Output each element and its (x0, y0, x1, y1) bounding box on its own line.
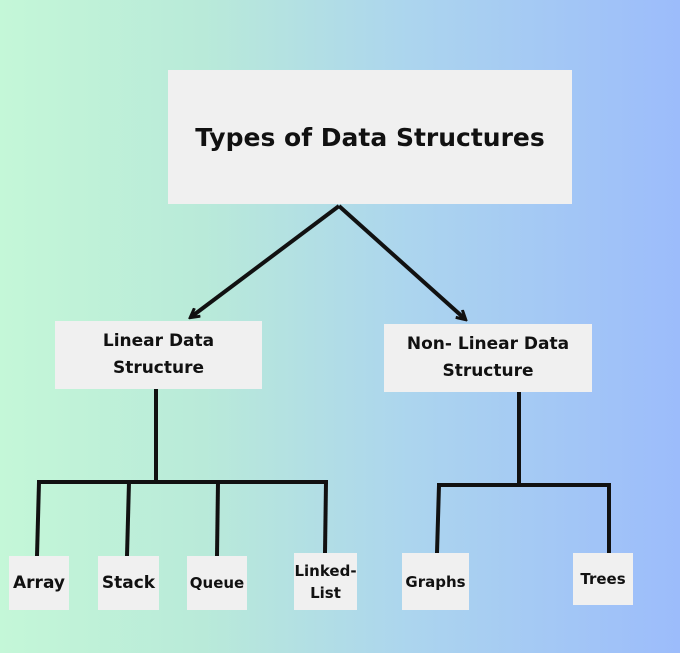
diagram-title: Types of Data Structures (168, 70, 572, 204)
leaf-graphs: Graphs (402, 553, 469, 610)
leaf-linked-list: Linked- List (294, 553, 357, 610)
nonlinear-tree-connector (435, 392, 611, 554)
arrow-to-linear (191, 204, 341, 317)
category-non-linear: Non- Linear Data Structure (384, 324, 592, 392)
leaf-trees: Trees (573, 553, 633, 605)
leaf-stack: Stack (98, 556, 159, 610)
leaf-array: Array (9, 556, 69, 610)
arrow-to-nonlinear (337, 204, 465, 319)
leaf-queue: Queue (187, 556, 247, 610)
category-linear: Linear Data Structure (55, 321, 262, 389)
linear-tree-connector (35, 389, 328, 557)
